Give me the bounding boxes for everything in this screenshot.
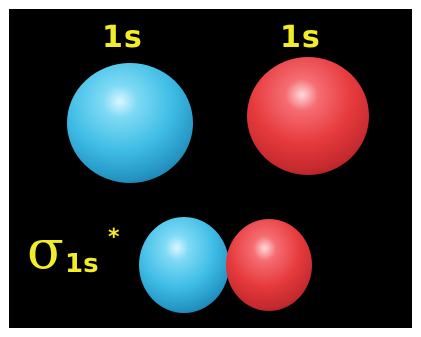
mo-subscript: 1s [65,251,99,277]
mo-symbol: σ [27,223,64,277]
mo-label: σ 1s * [27,223,147,303]
atomic-orbital-left [67,63,193,183]
atom-label-left: 1s [102,23,143,53]
mo-lobe-left [139,217,229,313]
mo-lobe-right [226,219,312,311]
mo-superscript: * [108,227,120,249]
atomic-orbital-right [247,57,369,175]
atom-label-right: 1s [280,23,321,53]
diagram-frame: 1s 1s σ 1s * [9,9,412,328]
